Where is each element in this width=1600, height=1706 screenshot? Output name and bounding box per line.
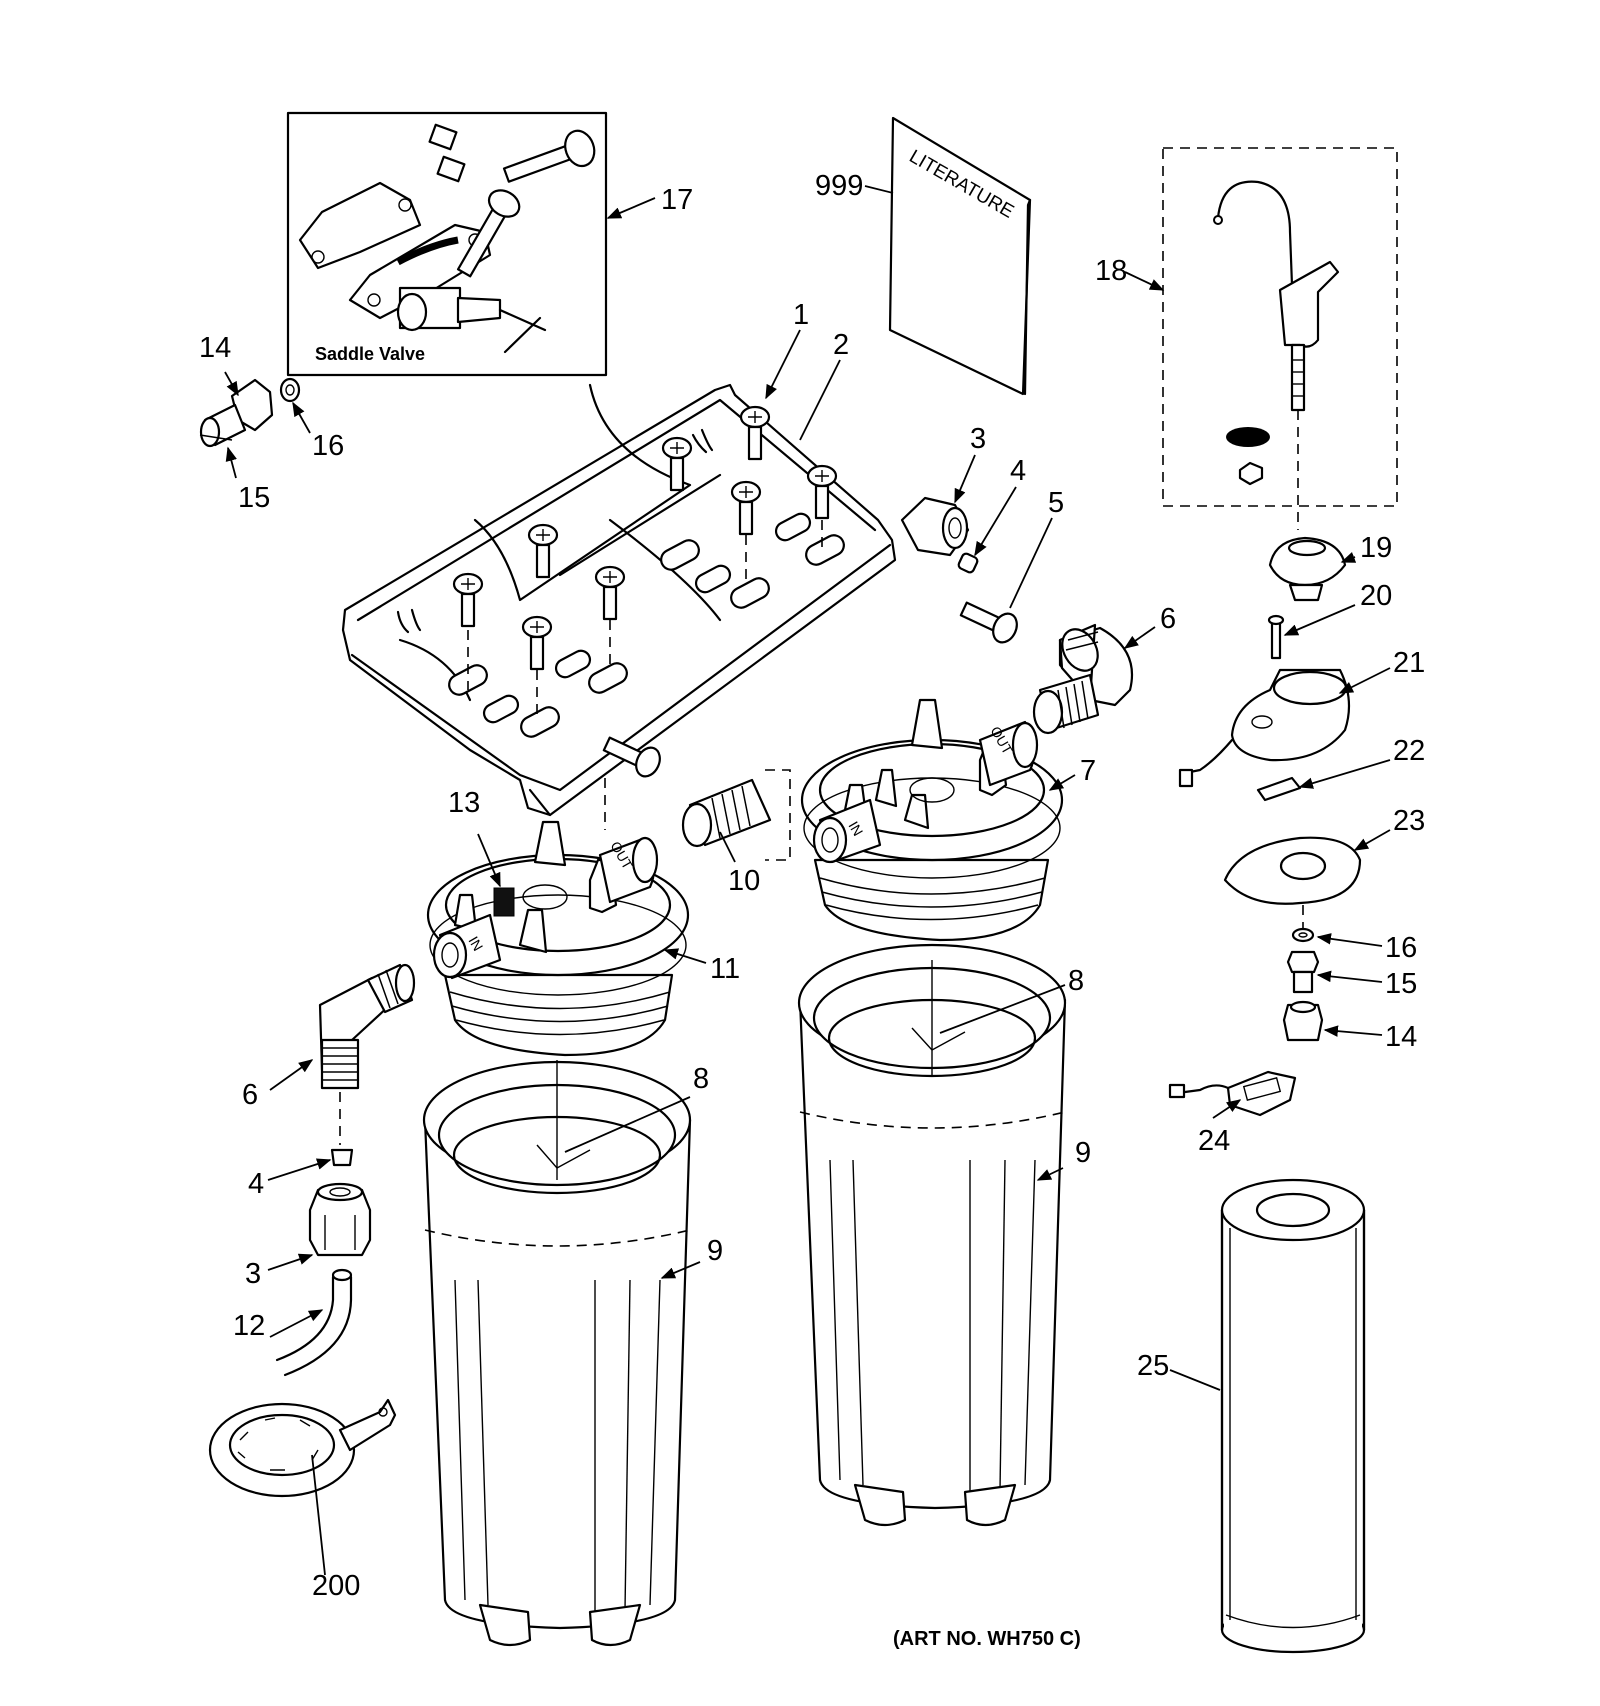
callout-4-lower: 4: [248, 1168, 264, 1200]
callout-25: 25: [1137, 1350, 1169, 1382]
callout-13: 13: [448, 787, 480, 819]
callout-24: 24: [1198, 1125, 1230, 1157]
inlet-elbow-and-tubing: [275, 963, 416, 1377]
callout-7: 7: [1080, 755, 1096, 787]
faucet-base-and-mount: [1168, 536, 1362, 1117]
callout-2: 2: [833, 329, 849, 361]
callout-16-right: 16: [1385, 932, 1417, 964]
literature-booklet: LITERATURE: [888, 116, 1032, 396]
faucet-assembly: [1162, 147, 1398, 530]
saddle-valve-label: Saddle Valve: [315, 344, 425, 364]
callout-6-lower: 6: [242, 1079, 258, 1111]
callout-11: 11: [710, 953, 740, 985]
callout-15-right: 15: [1385, 968, 1417, 1000]
callout-19: 19: [1360, 532, 1392, 564]
inlet-adapter-fittings: [199, 377, 301, 448]
callout-4-upper: 4: [1010, 455, 1026, 487]
callout-14-right: 14: [1385, 1021, 1417, 1053]
port-label-in-right: IN: [845, 819, 866, 839]
filter-cartridge: [1220, 1178, 1366, 1654]
callout-8-right: 8: [1068, 965, 1084, 997]
callout-numbers: 17 999 18 1 2 3 4 5 6 7 8 9 10 11 13 8 9…: [199, 170, 1425, 1602]
callout-18: 18: [1095, 255, 1127, 287]
outlet-nut-and-fittings: [900, 496, 1134, 735]
hex-nipple: [681, 769, 791, 861]
callout-9-left: 9: [707, 1235, 723, 1267]
callout-999: 999: [815, 170, 863, 202]
callout-3-upper: 3: [970, 423, 986, 455]
filter-head-right: IN OUT: [800, 698, 1064, 942]
housing-wrench: [208, 1398, 397, 1498]
callout-10: 10: [728, 865, 760, 897]
filter-housing-right: [797, 943, 1067, 1527]
callout-9-right: 9: [1075, 1137, 1091, 1169]
callout-3-lower: 3: [245, 1258, 261, 1290]
callout-5: 5: [1048, 487, 1064, 519]
callout-12: 12: [233, 1310, 265, 1342]
callout-200: 200: [312, 1570, 360, 1602]
callout-6-upper: 6: [1160, 603, 1176, 635]
callout-1: 1: [793, 299, 809, 331]
callout-14-left: 14: [199, 332, 231, 364]
callout-23: 23: [1393, 805, 1425, 837]
saddle-valve-kit: Saddle Valve: [286, 111, 608, 377]
callout-15-left: 15: [238, 482, 270, 514]
callout-21: 21: [1393, 647, 1425, 679]
leader-lines: [224, 185, 1391, 1576]
callout-22: 22: [1393, 735, 1425, 767]
art-number: (ART NO. WH750 C): [893, 1628, 1081, 1650]
port-label-in-left: IN: [465, 934, 486, 954]
callout-16-left: 16: [312, 430, 344, 462]
bracket-screws: [452, 405, 1018, 778]
filter-head-left: IN OUT: [426, 778, 690, 1057]
filter-housing-left: [422, 1060, 692, 1647]
callout-17: 17: [661, 184, 693, 216]
callout-20: 20: [1360, 580, 1392, 612]
callout-8-left: 8: [693, 1063, 709, 1095]
